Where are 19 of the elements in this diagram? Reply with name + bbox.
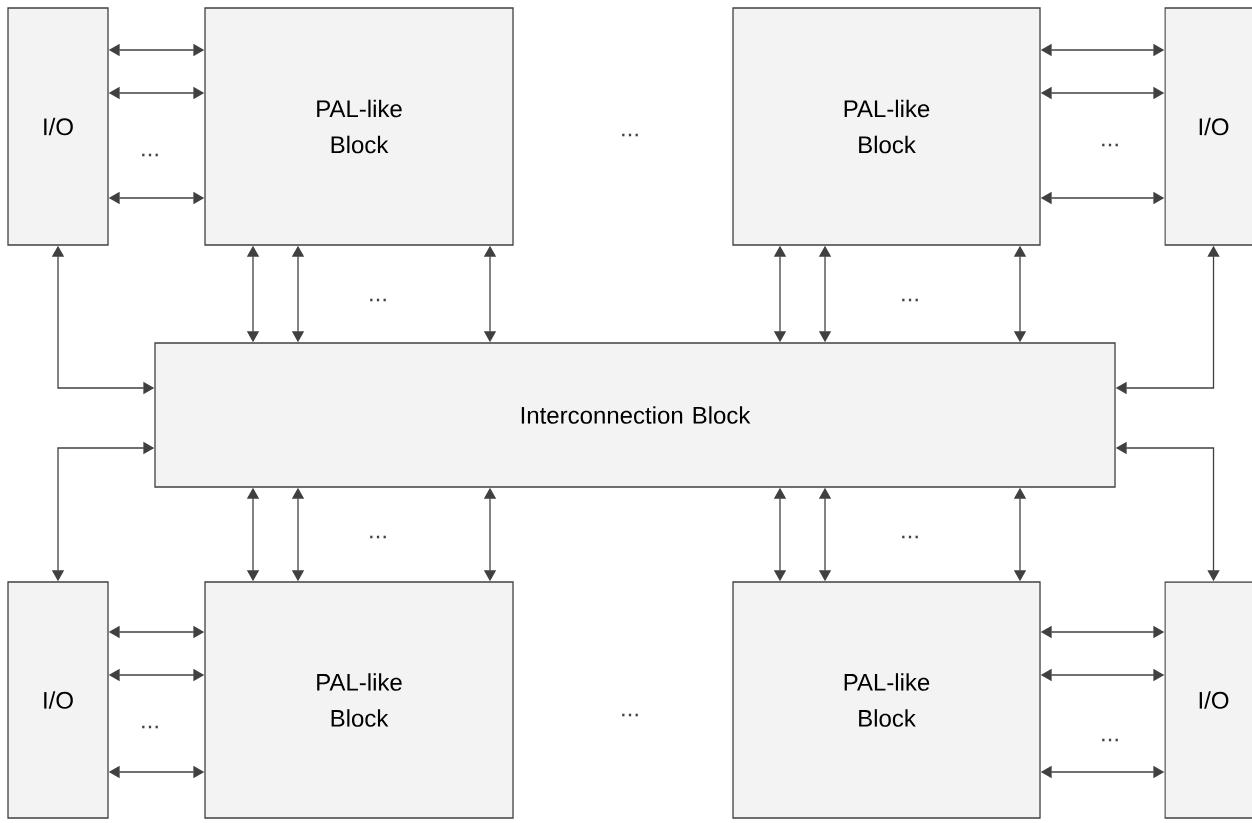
block-box: PAL-like Block xyxy=(732,581,1041,819)
block-box: PAL-like Block xyxy=(204,581,514,819)
ellipsis: ... xyxy=(622,713,638,717)
ellipsis: ... xyxy=(370,298,386,302)
ellipsis: ... xyxy=(902,535,918,539)
ellipsis: ... xyxy=(622,133,638,137)
ellipsis: ... xyxy=(1102,738,1118,742)
ellipsis: ... xyxy=(370,535,386,539)
ellipsis: ... xyxy=(142,725,158,729)
block-box: PAL-like Block xyxy=(732,7,1041,246)
block-box: I/O xyxy=(1164,581,1252,819)
block-box: PAL-like Block xyxy=(204,7,514,246)
block-box: I/O xyxy=(7,581,109,819)
ellipsis: ... xyxy=(902,298,918,302)
block-box: I/O xyxy=(7,7,109,246)
block-box: I/O xyxy=(1164,7,1252,246)
ellipsis: ... xyxy=(1102,143,1118,147)
ellipsis: ... xyxy=(142,153,158,157)
block-box: Interconnection Block xyxy=(154,342,1116,488)
